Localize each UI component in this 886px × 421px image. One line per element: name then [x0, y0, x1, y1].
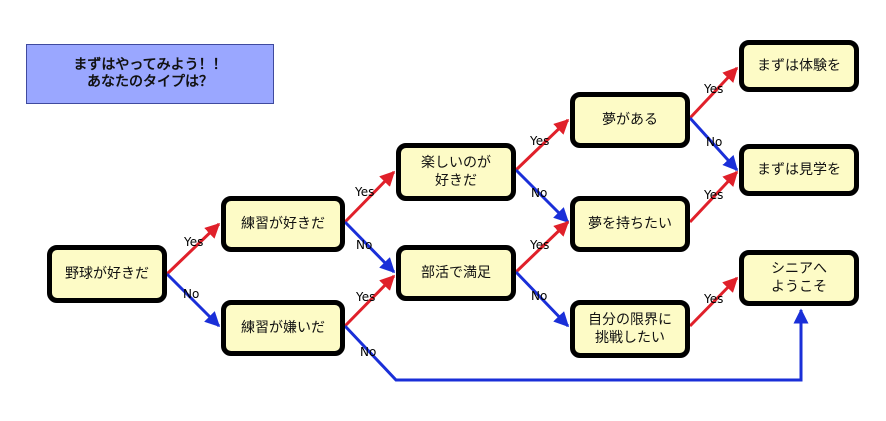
node-label: 夢がある [602, 112, 658, 128]
node-result-tour: まずは見学を [739, 144, 859, 196]
edge-label-no: No [360, 345, 376, 359]
edge-hate-club: Yes [343, 274, 396, 328]
edge-label-yes: Yes [529, 134, 549, 148]
edge-label-no: No [183, 287, 199, 301]
node-result-senior: シニアへ ようこそ [739, 250, 859, 306]
node-label: 練習が好きだ [241, 216, 325, 232]
node-label-line-1: 楽しいのが [421, 155, 491, 171]
edge-label-yes: Yes [183, 235, 203, 249]
edge-club-wantdream: Yes [514, 220, 570, 274]
edge-label-no: No [356, 238, 372, 252]
edge-wantdream-tour: Yes [688, 170, 739, 224]
edge-label-no: No [531, 186, 547, 200]
node-hates-practice: 練習が嫌いだ [221, 300, 345, 356]
node-wants-dream: 夢を持ちたい [570, 196, 690, 252]
node-label: 野球が好きだ [65, 266, 149, 282]
edge-dream-trial: Yes [688, 66, 739, 120]
edge-label-yes: Yes [703, 188, 723, 202]
edge-label-yes: Yes [529, 238, 549, 252]
title-line-1: まずはやってみよう！！ [73, 57, 227, 73]
edge-dream-tour: No [688, 116, 739, 172]
edge-baseball-like: Yes [165, 222, 221, 276]
node-label: 夢を持ちたい [588, 216, 672, 232]
node-label: まずは体験を [757, 58, 841, 74]
node-challenge-limits: 自分の限界に 挑戦したい [570, 300, 690, 358]
edge-label-yes: Yes [355, 290, 375, 304]
node-label-line-1: シニアへ [771, 261, 827, 277]
node-result-trial: まずは体験を [739, 40, 859, 92]
edge-label-yes: Yes [703, 292, 723, 306]
title-line-2: あなたのタイプは？ [87, 74, 213, 90]
edge-hate-senior: No [343, 308, 809, 382]
node-likes-baseball: 野球が好きだ [47, 245, 167, 303]
edge-like-fun: Yes [343, 170, 396, 224]
node-label-line-2: 挑戦したい [595, 330, 665, 346]
edge-like-club: No [343, 220, 396, 274]
edge-fun-dream: Yes [514, 118, 570, 172]
node-label-line-1: 自分の限界に [588, 312, 672, 328]
node-label: 練習が嫌いだ [241, 320, 325, 336]
node-club-satisfied: 部活で満足 [396, 245, 516, 301]
edge-label-no: No [531, 289, 547, 303]
node-likes-practice: 練習が好きだ [221, 196, 345, 252]
node-label: 部活で満足 [421, 265, 491, 281]
edge-club-challenge: No [514, 270, 570, 328]
edge-label-yes: Yes [354, 185, 374, 199]
title-box: まずはやってみよう！！ あなたのタイプは？ [26, 44, 274, 104]
edge-label-no: No [706, 135, 722, 149]
edge-challenge-senior: Yes [688, 276, 739, 328]
node-likes-fun: 楽しいのが 好きだ [396, 143, 516, 201]
node-label-line-2: ようこそ [771, 279, 827, 295]
edge-label-yes: Yes [703, 82, 723, 96]
node-has-dream: 夢がある [570, 92, 690, 148]
node-label-line-2: 好きだ [435, 173, 477, 189]
node-label: まずは見学を [757, 162, 841, 178]
edge-fun-wantdream: No [514, 168, 570, 224]
edge-baseball-hate: No [165, 272, 221, 328]
